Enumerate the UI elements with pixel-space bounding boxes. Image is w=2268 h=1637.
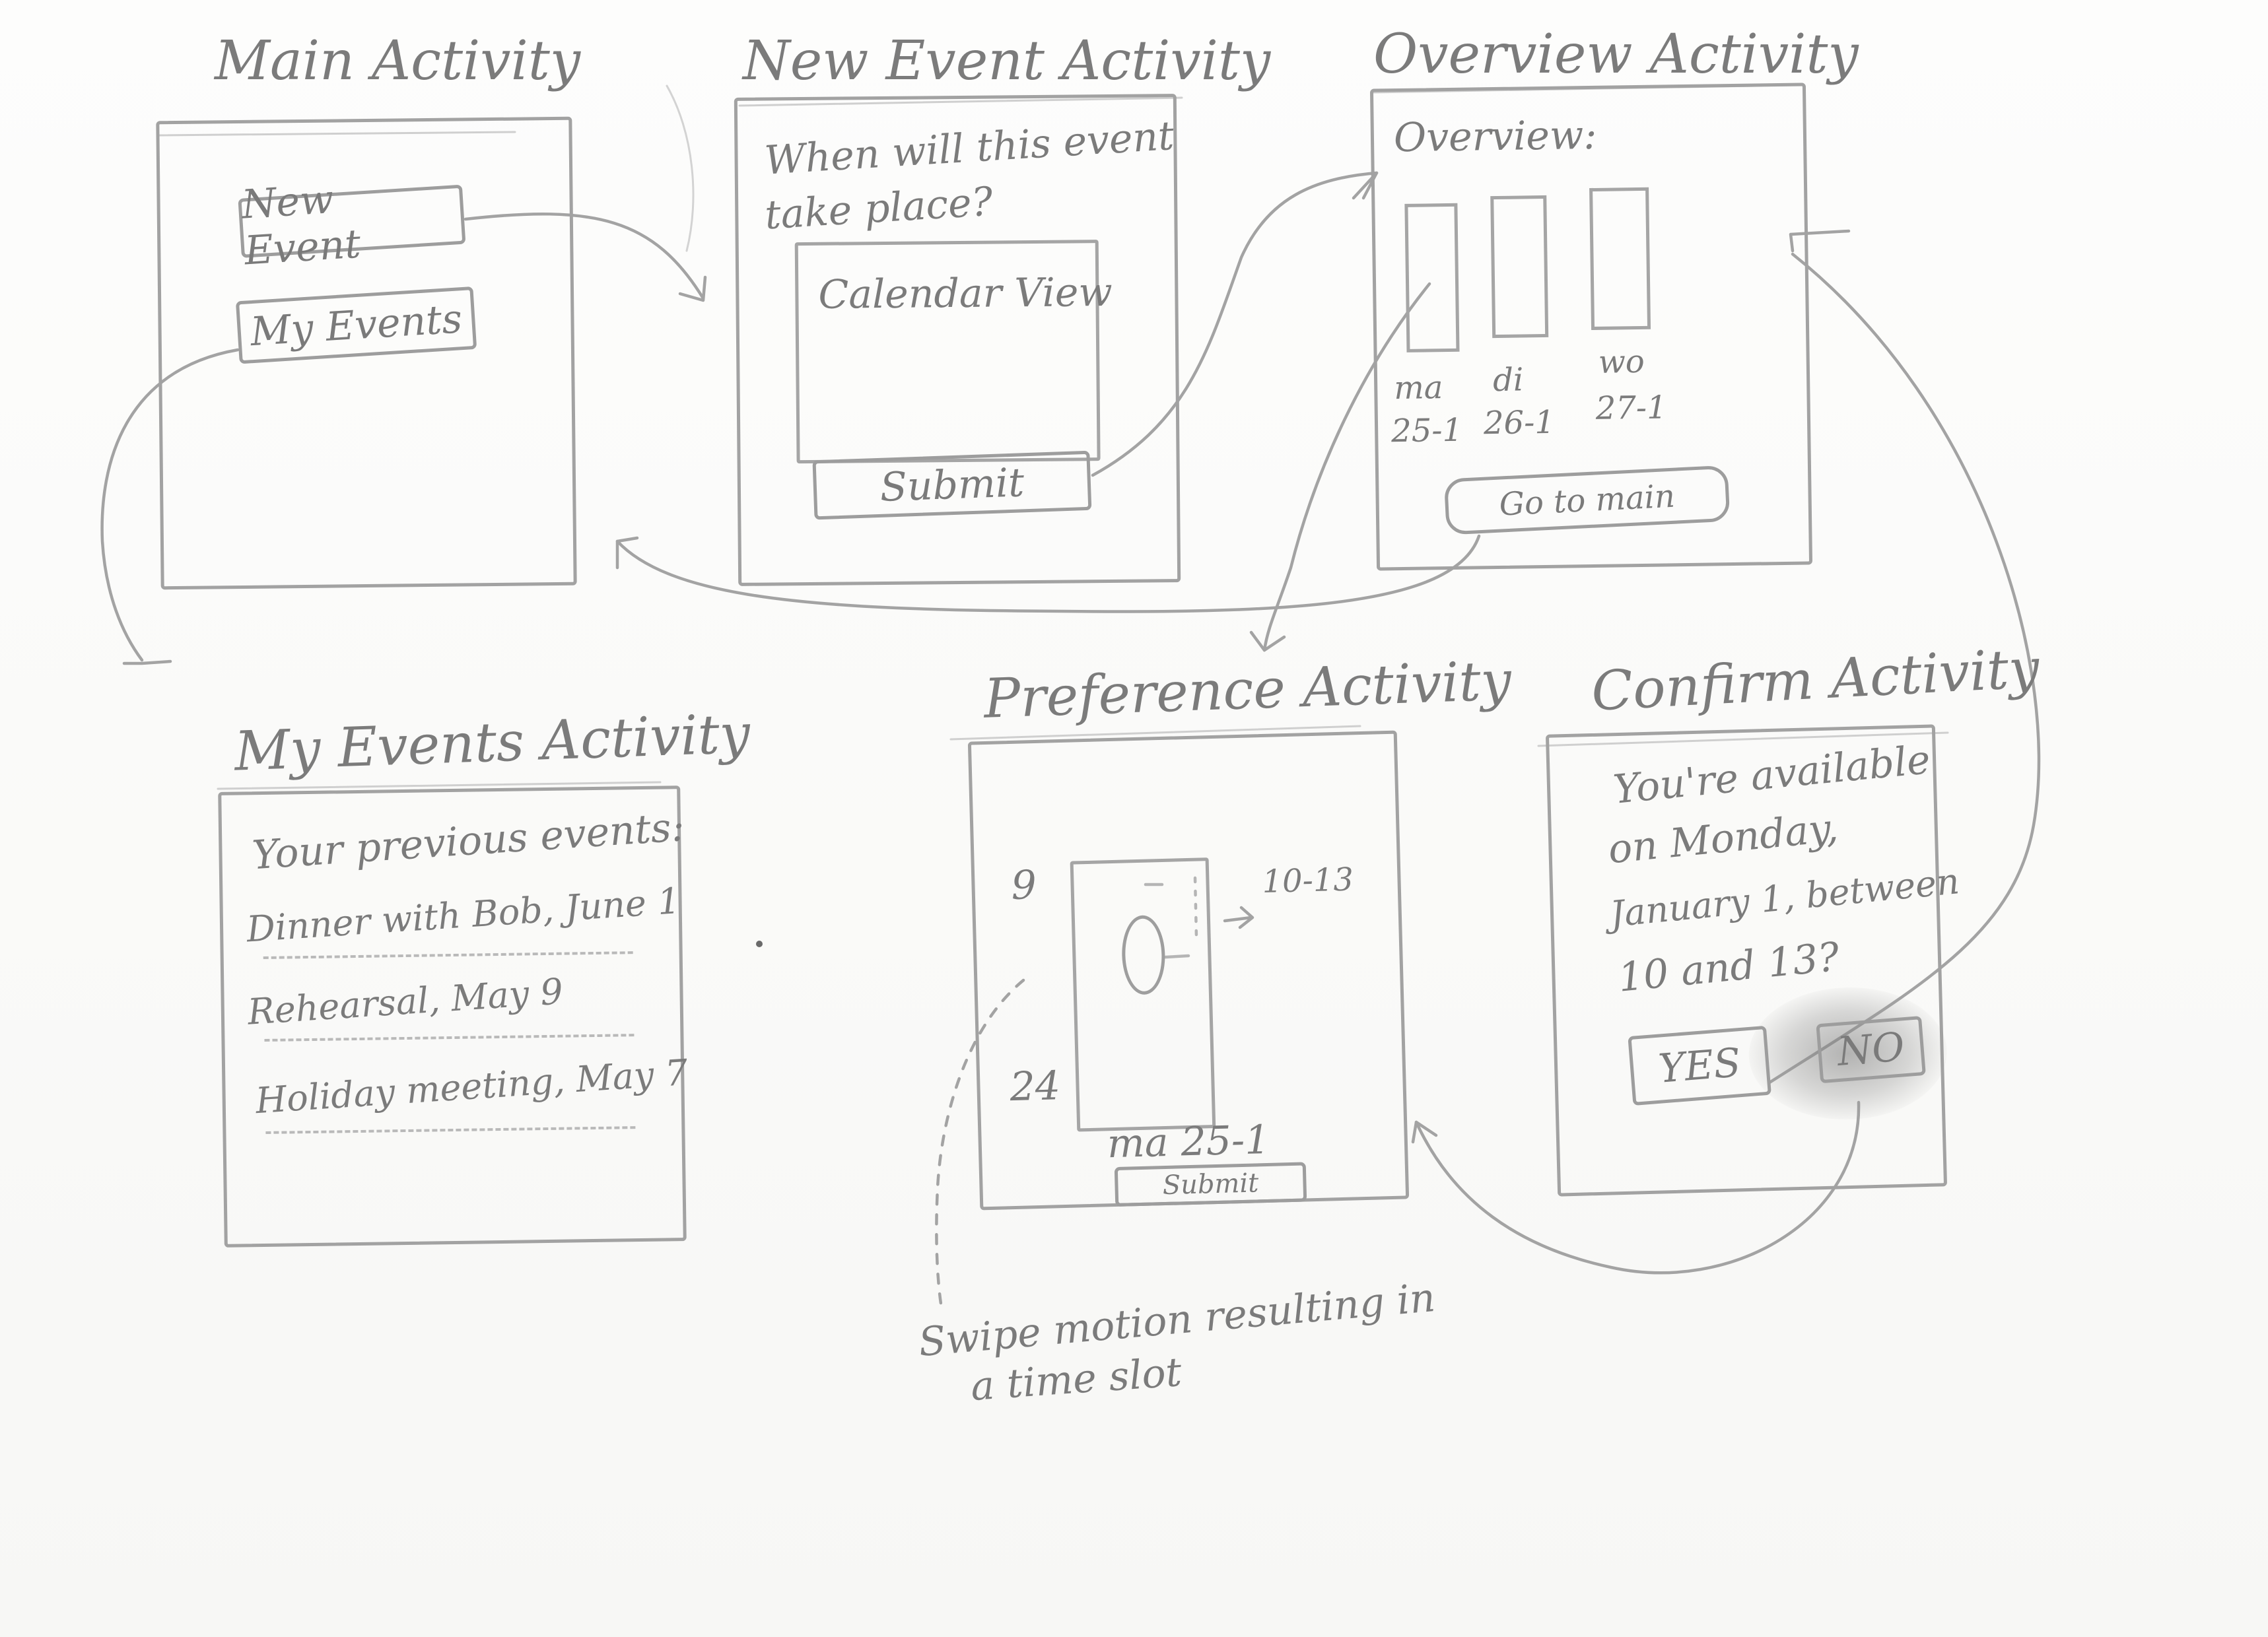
day-date-wo: 27-1 — [1595, 389, 1667, 427]
new-event-activity-title: New Event Activity — [743, 30, 1271, 92]
preference-activity-screen: 9 24 10-13 ma 25-1 Submit — [967, 730, 1410, 1211]
confirm-no-button[interactable]: NO — [1816, 1015, 1926, 1084]
new-event-activity-screen: When will this event take place? Calenda… — [734, 94, 1181, 586]
goto-main-button[interactable]: Go to main — [1443, 465, 1731, 535]
time-slot-column[interactable] — [1070, 857, 1216, 1132]
day-date-di: 26-1 — [1483, 403, 1556, 442]
overview-heading: Overview: — [1393, 112, 1597, 162]
overview-activity-screen: Overview: ma 25-1 di 26-1 wo 27-1 Go to … — [1369, 83, 1813, 571]
main-activity-screen: New Event My Events — [156, 116, 577, 590]
day-date-ma: 25-1 — [1391, 411, 1463, 450]
preference-submit-button[interactable]: Submit — [1114, 1162, 1307, 1207]
event-divider-2 — [264, 1034, 635, 1042]
event-divider-3 — [265, 1126, 636, 1134]
confirm-yes-button[interactable]: YES — [1628, 1025, 1771, 1106]
selected-time-slot[interactable] — [1120, 914, 1166, 995]
calendar-view[interactable]: Calendar View — [794, 240, 1113, 464]
confirm-message-line4: 10 and 13? — [1616, 933, 1841, 1001]
event-item-3[interactable]: Holiday meeting, May 7 — [254, 1051, 689, 1122]
day-bar-ma[interactable] — [1404, 203, 1460, 352]
day-bar-di[interactable] — [1490, 195, 1549, 339]
day-name-di: di — [1492, 361, 1524, 399]
my-events-button[interactable]: My Events — [235, 286, 477, 364]
overview-activity-title: Overview Activity — [1373, 23, 1859, 86]
slot-result-label: 10-13 — [1261, 861, 1354, 901]
confirm-message-line1: You're available — [1611, 736, 1933, 813]
confirm-message-line2: on Monday, — [1606, 805, 1840, 873]
preference-end-hour: 24 — [1009, 1063, 1061, 1111]
preference-start-hour: 9 — [1010, 861, 1037, 909]
event-item-1[interactable]: Dinner with Bob, June 1 — [245, 880, 682, 951]
event-item-2[interactable]: Rehearsal, May 9 — [246, 970, 565, 1033]
new-event-question-line1: When will this event — [763, 112, 1176, 184]
new-event-submit-button[interactable]: Submit — [812, 450, 1092, 520]
confirm-activity-screen: You're available on Monday, January 1, b… — [1545, 724, 1961, 1197]
day-name-ma: ma — [1393, 369, 1443, 407]
day-name-wo: wo — [1598, 343, 1645, 381]
confirm-message-line3: January 1, between — [1608, 860, 1962, 935]
event-divider-1 — [263, 951, 633, 959]
my-events-heading: Your previous events: — [250, 803, 686, 879]
new-event-button[interactable]: New Event — [238, 176, 466, 274]
new-event-question-line2: take place? — [763, 178, 994, 239]
my-events-activity-screen: Your previous events: Dinner with Bob, J… — [218, 785, 689, 1248]
main-activity-title: Main Activity — [215, 30, 581, 92]
preference-day-label: ma 25-1 — [1106, 1116, 1271, 1168]
calendar-view-label: Calendar View — [818, 269, 1113, 318]
day-bar-wo[interactable] — [1589, 187, 1651, 330]
